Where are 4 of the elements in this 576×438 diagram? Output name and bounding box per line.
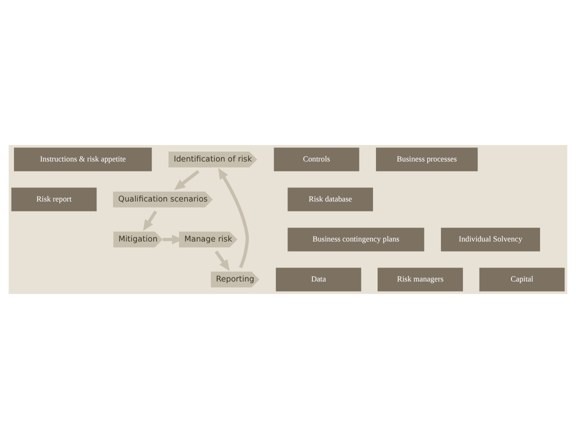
arrow <box>174 170 200 190</box>
arrow <box>143 210 158 230</box>
arrow <box>214 250 230 270</box>
arrow <box>218 167 249 268</box>
